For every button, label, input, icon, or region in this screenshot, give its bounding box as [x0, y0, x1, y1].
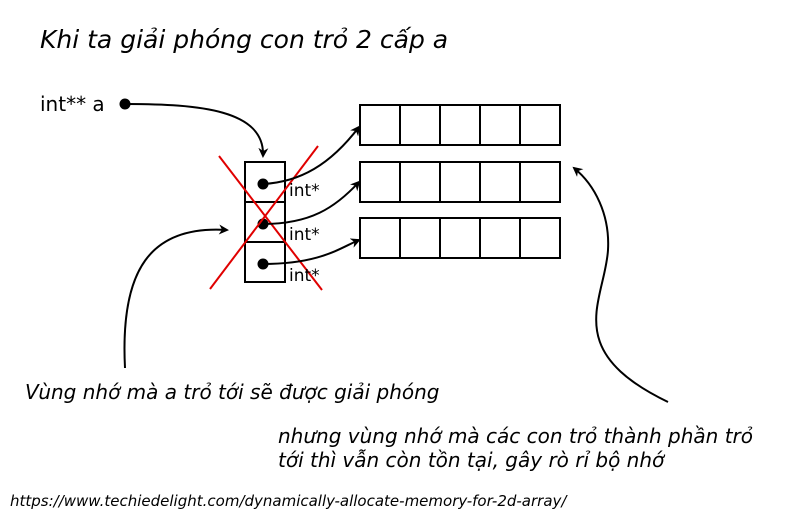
diagram-title: Khi ta giải phóng con trỏ 2 cấp a	[40, 25, 448, 54]
leak-note-line-2: tới thì vẫn còn tồn tại, gây rò rỉ bộ nh…	[278, 448, 666, 472]
row-arrays	[359, 104, 561, 259]
pointer-variable-label: int** a	[40, 92, 105, 116]
array-cell	[399, 104, 441, 146]
freed-region-arrow	[123, 224, 229, 369]
pointer-cell-type-label: int*	[289, 225, 320, 245]
array-cell	[439, 161, 481, 203]
array-cell	[359, 161, 401, 203]
array-cell	[399, 217, 441, 259]
array-cell	[399, 161, 441, 203]
array-cell	[359, 104, 401, 146]
leak-note-line-1: nhưng vùng nhớ mà các con trỏ thành phần…	[278, 424, 753, 448]
array-cell	[519, 217, 561, 259]
row-pointer-arrow	[262, 180, 361, 225]
freed-region-note: Vùng nhớ mà a trỏ tới sẽ được giải phóng	[25, 380, 439, 404]
pointer-cell-type-label: int*	[289, 181, 320, 201]
array-cell	[479, 161, 521, 203]
leaked-region-arrow	[572, 166, 669, 403]
row-array	[359, 161, 561, 203]
pointer-array	[244, 161, 286, 283]
row-array	[359, 104, 561, 146]
array-cell	[359, 217, 401, 259]
pointer-cell-type-label: int*	[289, 266, 320, 286]
array-cell	[479, 217, 521, 259]
source-url: https://www.techiedelight.com/dynamicall…	[10, 492, 568, 510]
row-array	[359, 217, 561, 259]
array-cell	[519, 161, 561, 203]
row-pointer-arrow	[262, 238, 361, 265]
array-cell	[519, 104, 561, 146]
row-pointer-arrow	[262, 125, 361, 185]
array-cell	[479, 104, 521, 146]
array-cell	[439, 217, 481, 259]
pointer-arrow	[124, 103, 269, 158]
array-cell	[439, 104, 481, 146]
